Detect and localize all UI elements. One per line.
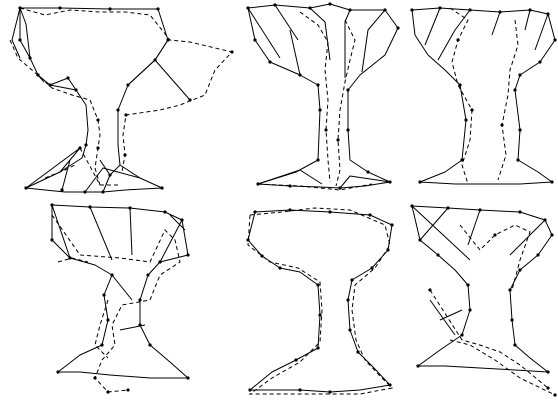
solid-outline [52, 205, 188, 378]
vertex-points [50, 203, 189, 393]
vertex-points [410, 6, 556, 183]
dashed-outline [450, 8, 518, 184]
solid-outline [412, 206, 552, 372]
vertex-points [246, 2, 399, 189]
panel-bottom-middle [246, 208, 393, 394]
panel-top-right [410, 6, 556, 184]
dashed-outline [52, 215, 180, 392]
panel-top-middle [246, 2, 399, 190]
dashed-outline [10, 8, 232, 185]
solid-outline [248, 4, 398, 188]
dashed-outline [248, 208, 392, 394]
panel-bottom-left [50, 203, 189, 393]
solid-outline [412, 8, 555, 184]
panel-bottom-right [410, 204, 556, 396]
dashed-outline [430, 225, 555, 395]
solid-outline [12, 8, 190, 192]
panel-top-left [10, 6, 234, 193]
solid-outline [248, 210, 392, 392]
vertex-points [18, 6, 233, 193]
